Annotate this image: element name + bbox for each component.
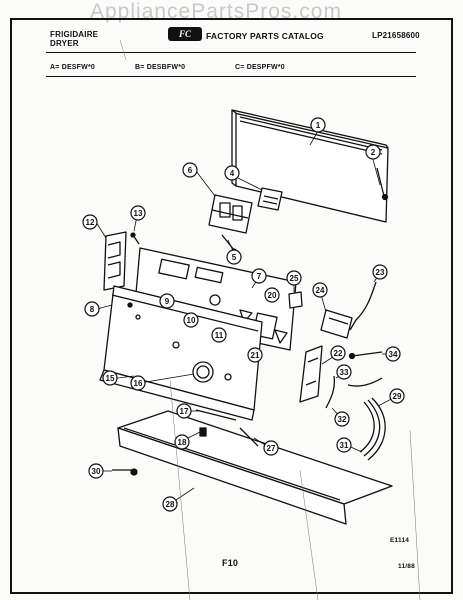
callout-8: 8 <box>90 305 95 314</box>
callout-11: 11 <box>215 331 224 340</box>
page-number: F10 <box>222 558 239 568</box>
screw-34 <box>348 351 383 360</box>
callout-12: 12 <box>86 218 95 227</box>
callout-32: 32 <box>338 415 347 424</box>
wire-harness-31 <box>359 397 386 461</box>
callout-28: 28 <box>166 500 175 509</box>
harness-23 <box>349 281 377 331</box>
callout-34: 34 <box>389 350 398 359</box>
callout-circles <box>82 117 405 512</box>
fc-logo: FC <box>168 27 202 41</box>
callout-6: 6 <box>188 166 193 175</box>
watermark-text: AppliancePartsPros.com <box>90 0 342 23</box>
callout-9: 9 <box>165 297 170 306</box>
scan-artifacts <box>119 39 421 600</box>
callout-18: 18 <box>178 438 187 447</box>
callout-10: 10 <box>187 316 196 325</box>
callout-23: 23 <box>376 268 385 277</box>
model-b: B= DESBFW*0 <box>135 64 186 71</box>
appliance-type: DRYER <box>50 39 79 48</box>
callout-4: 4 <box>230 169 235 178</box>
header-rule <box>46 52 416 53</box>
callout-7: 7 <box>257 272 262 281</box>
callout-29: 29 <box>393 392 402 401</box>
catalog-title: FACTORY PARTS CATALOG <box>206 31 324 41</box>
screw-27 <box>239 427 259 447</box>
callout-27: 27 <box>267 444 276 453</box>
timer-24 <box>320 309 353 339</box>
model-c: C= DESPFW*0 <box>235 64 285 71</box>
revision-date: 11/88 <box>398 563 415 570</box>
callout-2: 2 <box>371 148 376 157</box>
callout-16: 16 <box>134 379 143 388</box>
page-border <box>10 18 453 594</box>
clip-18 <box>199 427 207 437</box>
brand-name: FRIGIDAIRE <box>50 30 99 39</box>
screw-2 <box>376 167 389 201</box>
callout-33: 33 <box>340 368 349 377</box>
callout-5: 5 <box>232 253 237 262</box>
end-cap-22 <box>299 345 323 403</box>
callout-20: 20 <box>268 291 277 300</box>
knob-25 <box>288 291 303 309</box>
wire-33 <box>325 375 383 409</box>
callout-21: 21 <box>251 351 260 360</box>
models-rule <box>46 76 416 77</box>
catalog-number: LP21658600 <box>372 31 420 40</box>
control-panel-top-cover <box>231 109 389 223</box>
switch-6 <box>208 194 253 234</box>
top-lid-28 <box>117 410 393 525</box>
callout-numbers: 1 2 4 6 5 7 12 13 8 9 10 11 21 20 25 23 … <box>86 121 402 509</box>
callout-24: 24 <box>316 286 325 295</box>
model-a: A= DESFW*0 <box>50 64 95 71</box>
callout-13: 13 <box>134 209 143 218</box>
bracket-4 <box>257 187 283 211</box>
end-bracket-12 <box>103 231 127 291</box>
callout-25: 25 <box>290 274 299 283</box>
callout-30: 30 <box>92 467 101 476</box>
clip-17 <box>195 409 237 421</box>
callout-22: 22 <box>334 349 343 358</box>
callout-17: 17 <box>180 407 189 416</box>
drawing-code: E1114 <box>390 537 410 544</box>
screw-left <box>112 468 138 476</box>
callout-15: 15 <box>106 374 115 383</box>
callout-1: 1 <box>316 121 321 130</box>
screw-13 <box>130 232 140 245</box>
callout-31: 31 <box>340 441 349 450</box>
